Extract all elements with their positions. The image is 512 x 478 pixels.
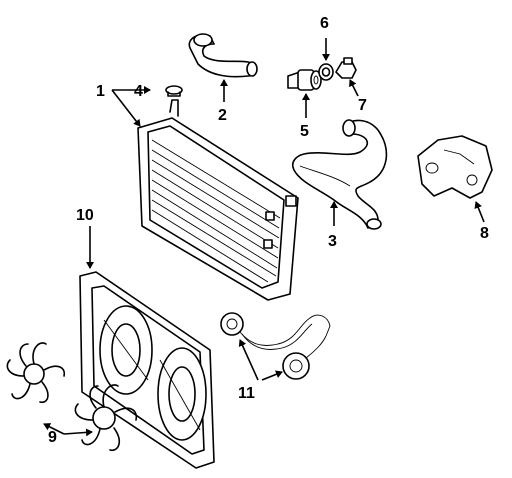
callout-8: 8 — [480, 225, 489, 242]
callout-5: 5 — [300, 123, 309, 140]
fan-shroud-icon — [79, 271, 215, 469]
callout-4: 4 — [134, 83, 143, 100]
callout-6: 6 — [320, 15, 329, 32]
sensor-icon — [335, 57, 357, 79]
callout-10: 10 — [76, 207, 94, 224]
upper-hose-icon — [188, 33, 258, 78]
drain-plug-icon — [165, 85, 183, 117]
gasket-icon — [318, 63, 334, 81]
callout-11: 11 — [238, 385, 255, 402]
fan-motor-icon — [220, 312, 331, 380]
lower-hose-icon — [291, 119, 388, 230]
fan-blade-icon-2 — [74, 384, 138, 452]
callout-7: 7 — [358, 97, 367, 114]
callout-1: 1 — [96, 83, 105, 100]
fan-blade-icon — [6, 342, 66, 404]
leader-lines — [43, 38, 485, 437]
radiator-icon — [137, 117, 299, 301]
callout-9: 9 — [48, 429, 57, 446]
callouts: 1 2 3 4 5 6 7 8 9 10 11 — [48, 15, 489, 446]
callout-3: 3 — [328, 233, 337, 250]
callout-2: 2 — [218, 107, 227, 124]
thermostat-housing-icon — [287, 69, 322, 91]
water-outlet-icon — [417, 135, 493, 199]
